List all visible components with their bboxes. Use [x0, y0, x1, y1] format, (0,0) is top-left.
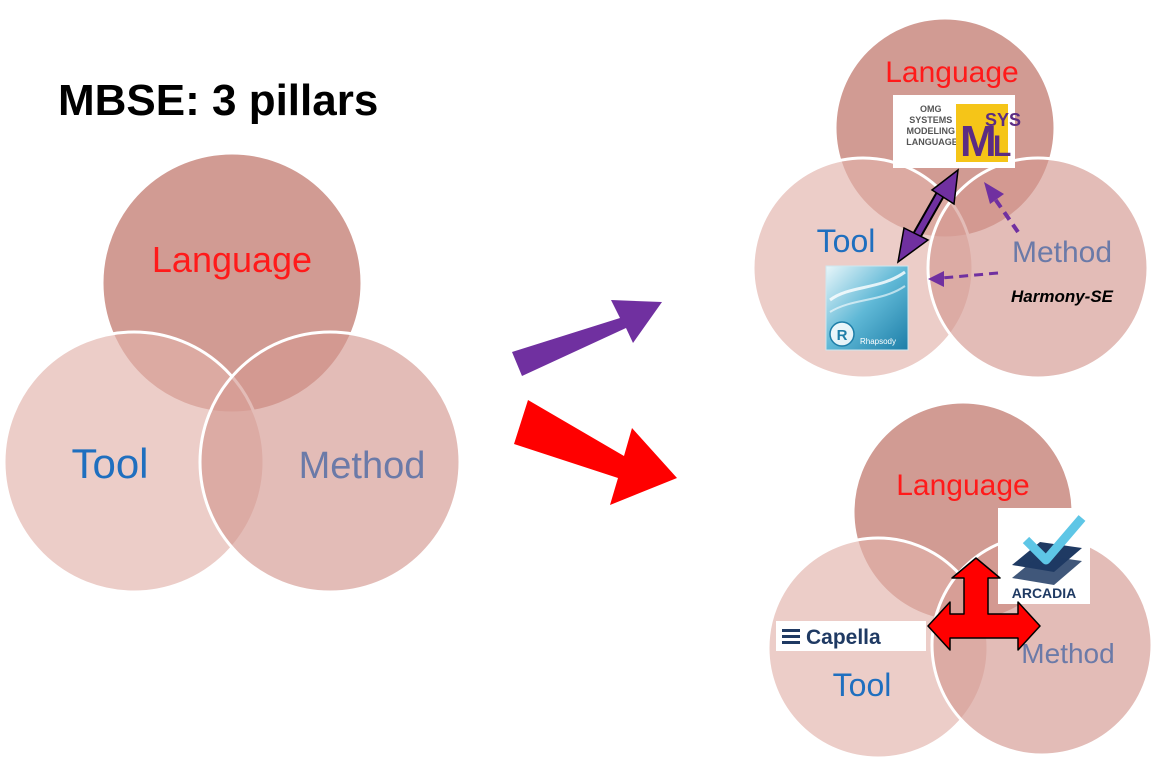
- svg-text:Capella: Capella: [806, 626, 881, 649]
- tool-label: Tool: [71, 440, 148, 487]
- sysml-venn: Language Tool Method Harmony-SE OMG SYST…: [751, 16, 1150, 380]
- svg-text:OMG SYSTEMS MO: OMG SYSTEMS MODELING LANGUAGE: [906, 104, 958, 147]
- language-label-top: Language: [885, 56, 1018, 89]
- method-label-bottom: Method: [1021, 638, 1114, 669]
- method-label: Method: [299, 445, 426, 487]
- red-three-way-arrow: [927, 557, 1041, 651]
- red-arrow: [514, 400, 677, 505]
- capella-venn: Language Tool Method ARCADIA Capella: [766, 400, 1153, 758]
- svg-text:M: M: [960, 117, 997, 166]
- rhapsody-logo: R Rhapsody: [825, 265, 909, 351]
- method-dashed-arrows: [928, 182, 1020, 287]
- page-title: MBSE: 3 pillars: [58, 76, 378, 125]
- tool-language-link: [896, 168, 959, 264]
- svg-text:ARCADIA: ARCADIA: [1012, 585, 1077, 601]
- capella-logo: Capella: [776, 621, 926, 651]
- method-label-top: Method: [1012, 236, 1112, 269]
- sysml-logo: OMG SYSTEMS MODELING LANGUAGE M L SYS: [893, 95, 1021, 168]
- svg-text:R: R: [837, 327, 848, 344]
- svg-text:SYS: SYS: [985, 110, 1021, 130]
- method-circle: [198, 330, 462, 594]
- purple-arrow: [512, 300, 662, 376]
- tool-label-bottom: Tool: [833, 667, 892, 703]
- language-label-bottom: Language: [896, 469, 1029, 502]
- harmony-se-label: Harmony-SE: [1011, 287, 1114, 306]
- language-label: Language: [152, 239, 312, 280]
- arcadia-logo: ARCADIA: [998, 508, 1090, 604]
- tool-label-top: Tool: [817, 223, 876, 259]
- svg-text:L: L: [993, 130, 1011, 163]
- method-circle-top: [926, 156, 1150, 380]
- svg-text:Rhapsody: Rhapsody: [860, 337, 896, 346]
- main-venn: Language Tool Method: [2, 151, 462, 594]
